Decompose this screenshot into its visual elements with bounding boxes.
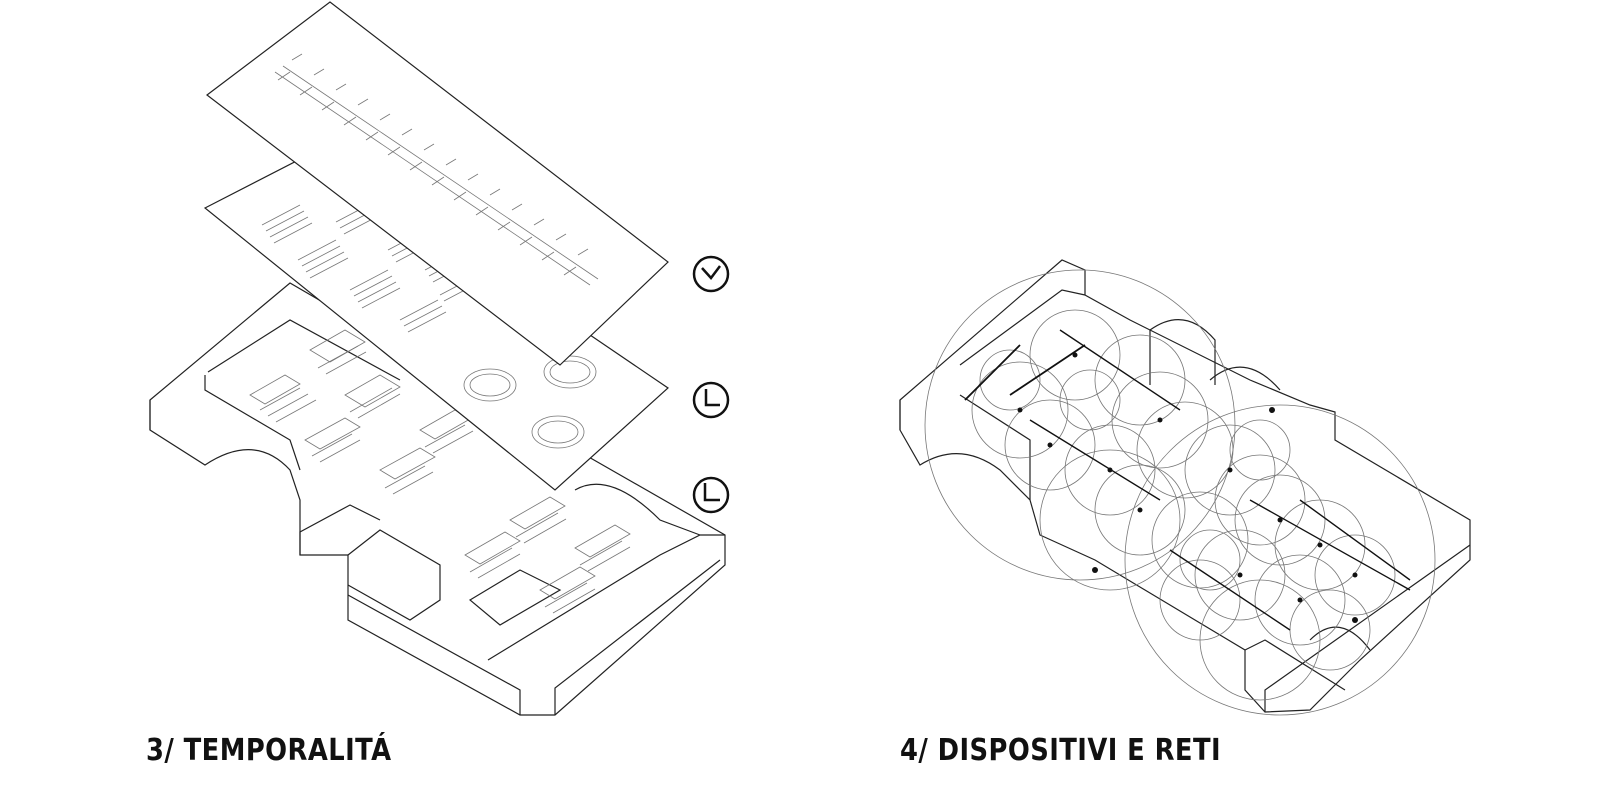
top-long-table	[274, 53, 599, 286]
access-points	[964, 329, 1411, 631]
middle-floor-plate	[203, 149, 669, 491]
clock-icon-2	[692, 381, 730, 419]
top-floor-plate	[206, 1, 669, 366]
dispositivi-e-reti-diagram	[899, 259, 1471, 716]
network-building	[899, 259, 1471, 713]
clock-icon-3	[692, 476, 730, 514]
temporalita-diagram	[149, 1, 730, 716]
clock-icon-1	[692, 255, 730, 293]
middle-furniture	[261, 201, 483, 333]
caption-dispositivi-e-reti: 4/ DISPOSITIVI E RETI	[900, 733, 1222, 768]
caption-temporalita: 3/ TEMPORALITÁ	[146, 733, 392, 768]
network-coverage	[924, 269, 1436, 716]
